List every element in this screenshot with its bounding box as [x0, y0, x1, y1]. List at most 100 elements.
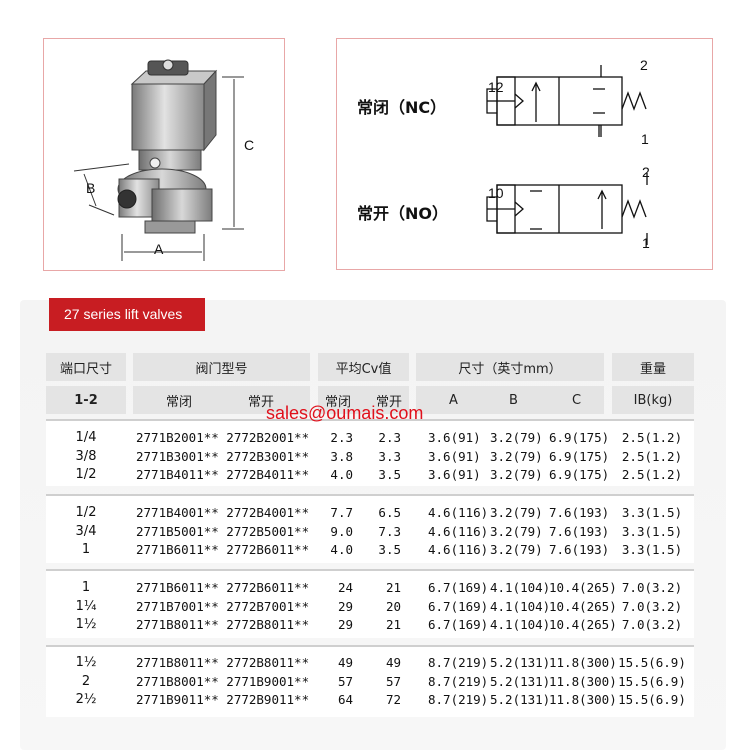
dimension-c-label: C [244, 137, 255, 153]
table-group-4 [46, 645, 694, 717]
cell-model: 2771B4001** 2772B4001** [136, 505, 310, 520]
cell-c: 7.6(193) [549, 505, 610, 520]
cell-weight: 15.5(6.9) [618, 692, 686, 707]
cell-cv-nc: 4.0 [330, 542, 353, 557]
cell-b: 4.1(104) [490, 598, 551, 614]
cell-a: 8.7(219) [428, 692, 489, 707]
cell-model: 2771B7001** 2772B7001** [136, 598, 310, 614]
cell-model: 2771B6011** 2772B6011** [136, 542, 310, 557]
subheader-weight: IB(kg) [612, 386, 694, 414]
cell-port: 1/2 [75, 467, 97, 482]
cell-cv-nc: 49 [337, 655, 353, 670]
cell-weight: 3.3(1.5) [621, 542, 683, 557]
cell-cv-nc: 7.7 [330, 505, 353, 520]
cell-cv-no: 3.5 [378, 542, 401, 557]
subheader-dim-b: B [509, 392, 518, 408]
cell-b: 3.2(79) [490, 542, 543, 557]
sales-email[interactable]: sales@oumais.com [266, 403, 424, 423]
nc-valve-symbol [486, 65, 648, 245]
cell-cv-no: 6.5 [378, 505, 401, 520]
header-dims: 尺寸（英寸mm） [416, 353, 604, 381]
cell-model: 2771B5001** 2772B5001** [136, 523, 310, 539]
cell-weight: 2.5(1.2) [621, 448, 683, 464]
valve-drawing [73, 59, 244, 261]
subheader-model-no: 常开 [248, 394, 275, 410]
cell-weight: 3.3(1.5) [621, 523, 683, 539]
cell-weight: 7.0(3.2) [621, 598, 683, 614]
no-pilot-port-label: 10 [488, 185, 504, 201]
series-tab: 27 series lift valves [49, 298, 205, 331]
nc-pilot-port-label: 12 [488, 79, 504, 95]
subheader-dim-c: C [572, 392, 582, 408]
cell-c: 7.6(193) [549, 523, 610, 539]
cell-b: 3.2(79) [490, 505, 543, 520]
valve-drawing-panel: A B C [43, 38, 285, 271]
subheader-cv-nc: 常闭 [325, 394, 352, 410]
cell-port: 1½ [75, 617, 97, 632]
cell-model: 2771B9011** 2772B9011** [136, 692, 310, 707]
cell-b: 3.2(79) [490, 430, 543, 445]
cell-model: 2771B8001** 2771B9001** [136, 673, 310, 689]
cell-weight: 3.3(1.5) [621, 505, 683, 520]
cell-c: 6.9(175) [549, 430, 610, 445]
cell-model: 2771B2001** 2772B2001** [136, 430, 310, 445]
cell-cv-nc: 2.3 [330, 430, 353, 445]
no-top-port-label: 2 [642, 164, 650, 180]
cell-b: 5.2(131) [490, 655, 551, 670]
no-label: 常开（NO） [357, 204, 448, 223]
cell-cv-nc: 64 [337, 692, 353, 707]
subheader-dims: A B C [416, 386, 604, 414]
table-group-2 [46, 494, 694, 563]
header-model: 阀门型号 [133, 353, 310, 381]
nc-bottom-port-label: 1 [641, 131, 649, 147]
cell-c: 6.9(175) [549, 448, 610, 464]
nc-label: 常闭（NC） [357, 98, 447, 117]
header-cv: 平均Cv值 [318, 353, 409, 381]
subheader-model: 常闭 常开 [133, 386, 310, 414]
subheader-cv: 常闭 常开 [318, 386, 409, 414]
cell-weight: 2.5(1.2) [621, 467, 683, 482]
cell-port: 1½ [75, 655, 97, 670]
cell-c: 6.9(175) [549, 467, 610, 482]
cell-model: 2771B4011** 2772B4011** [136, 467, 310, 482]
cell-weight: 15.5(6.9) [618, 673, 686, 689]
cell-port: 1¼ [75, 598, 97, 614]
cell-cv-nc: 57 [337, 673, 353, 689]
cell-cv-no: 2.3 [378, 430, 401, 445]
cell-a: 6.7(169) [428, 617, 489, 632]
cell-port: 1 [81, 580, 91, 595]
cell-cv-nc: 29 [337, 617, 353, 632]
dimension-b-label: B [86, 180, 96, 196]
cell-port: 2½ [75, 692, 97, 707]
cell-cv-nc: 24 [337, 580, 353, 595]
cell-b: 4.1(104) [490, 617, 551, 632]
table-group-3 [46, 569, 694, 638]
cell-weight: 15.5(6.9) [618, 655, 686, 670]
cell-cv-no: 49 [385, 655, 401, 670]
cell-b: 3.2(79) [490, 448, 543, 464]
cell-port: 3/4 [75, 523, 97, 539]
cell-weight: 7.0(3.2) [621, 617, 683, 632]
cell-cv-nc: 29 [337, 598, 353, 614]
cell-model: 2771B8011** 2772B8011** [136, 617, 310, 632]
cell-cv-nc: 3.8 [330, 448, 353, 464]
cell-cv-nc: 9.0 [330, 523, 353, 539]
cell-a: 6.7(169) [428, 598, 489, 614]
cell-model: 2771B8011** 2772B8011** [136, 655, 310, 670]
cell-c: 11.8(300) [549, 655, 617, 670]
cell-a: 4.6(116) [428, 542, 489, 557]
cell-cv-no: 3.3 [378, 448, 401, 464]
cell-port: 1 [81, 542, 91, 557]
cell-port: 2 [81, 673, 91, 689]
cell-c: 10.4(265) [549, 617, 617, 632]
cell-a: 4.6(116) [428, 523, 489, 539]
cell-weight: 7.0(3.2) [621, 580, 683, 595]
subheader-model-nc: 常闭 [166, 394, 193, 410]
cell-weight: 2.5(1.2) [621, 430, 683, 445]
cell-port: 1/2 [75, 505, 97, 520]
cell-cv-nc: 4.0 [330, 467, 353, 482]
cell-a: 3.6(91) [428, 448, 481, 464]
cell-cv-no: 3.5 [378, 467, 401, 482]
cell-c: 10.4(265) [549, 598, 617, 614]
cell-b: 3.2(79) [490, 467, 543, 482]
